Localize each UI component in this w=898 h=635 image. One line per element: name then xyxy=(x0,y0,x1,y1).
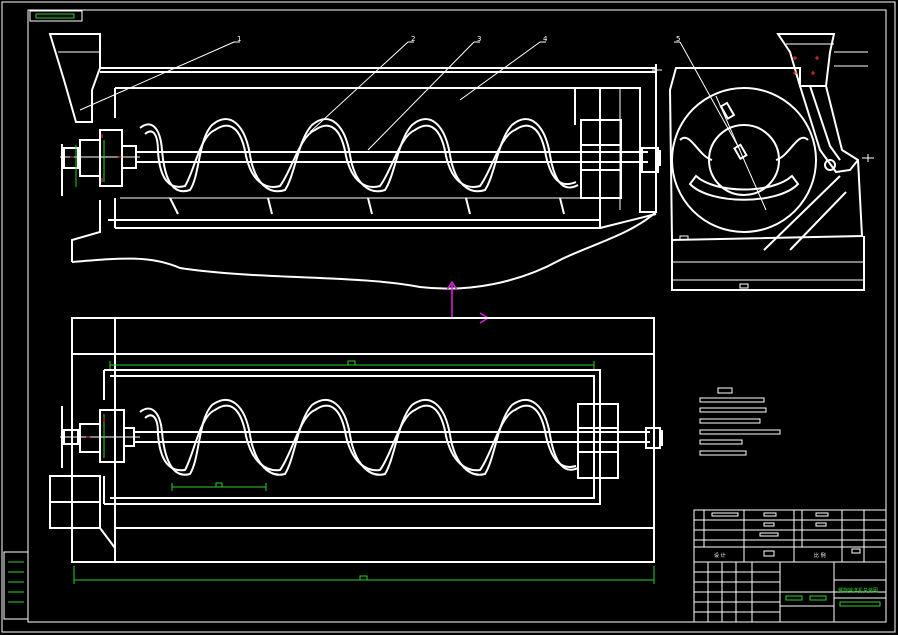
title-block-designer-label: 设 计 xyxy=(714,552,726,559)
callout-1: 1 xyxy=(237,35,241,43)
title-block-scale-label: 比 例 xyxy=(814,552,826,559)
title-block: 设 计 比 例 螺旋输送机总装图 xyxy=(693,509,887,623)
callout-4: 4 xyxy=(543,35,548,43)
callout-leaders xyxy=(79,41,741,151)
callout-5: 5 xyxy=(676,35,680,43)
plan-view xyxy=(49,317,663,584)
side-view xyxy=(668,33,874,291)
front-view xyxy=(48,33,662,290)
callout-3: 3 xyxy=(477,35,481,43)
callout-2: 2 xyxy=(411,35,415,43)
callout-labels: 1 2 3 4 5 xyxy=(237,35,680,43)
technical-notes xyxy=(699,387,781,456)
title-block-drawing-title: 螺旋输送机总装图 xyxy=(838,587,878,594)
